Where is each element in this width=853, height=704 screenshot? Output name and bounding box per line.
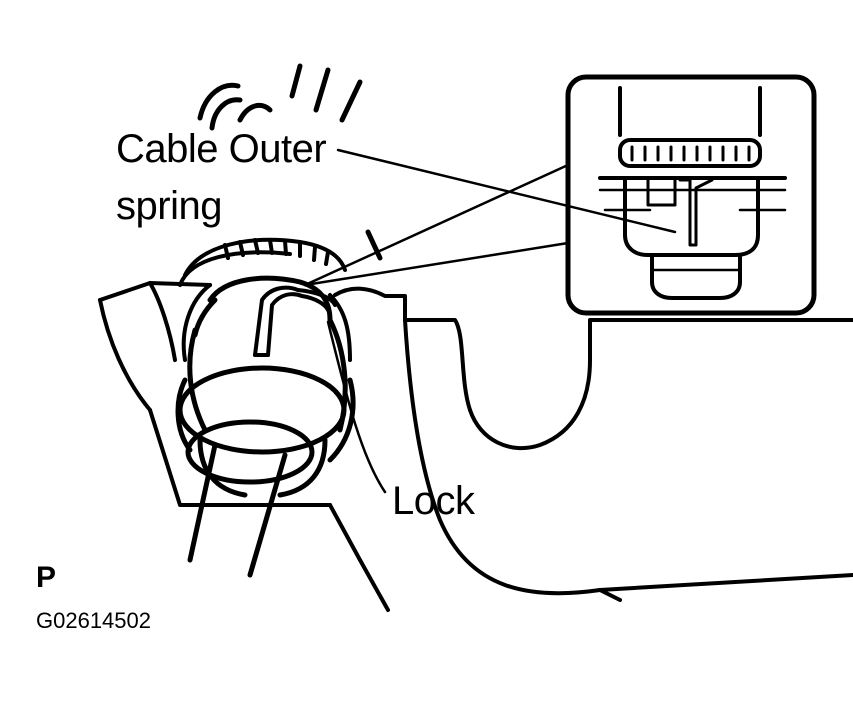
figure-id: G02614502	[36, 608, 151, 633]
outer-spring-coil	[178, 237, 347, 287]
shift-lever-strokes	[197, 63, 383, 261]
cable-outer-label: Cable Outer	[116, 127, 327, 171]
cable-outer-collar	[175, 275, 356, 498]
mounting-bracket	[98, 281, 853, 612]
lock-clip	[253, 285, 337, 357]
leader-lines	[303, 148, 677, 494]
shift-cable	[187, 442, 288, 578]
spring-label: spring	[116, 184, 222, 228]
lock-label: Lock	[392, 479, 475, 523]
view-marker: P	[36, 561, 57, 594]
detail-inset	[565, 74, 817, 316]
